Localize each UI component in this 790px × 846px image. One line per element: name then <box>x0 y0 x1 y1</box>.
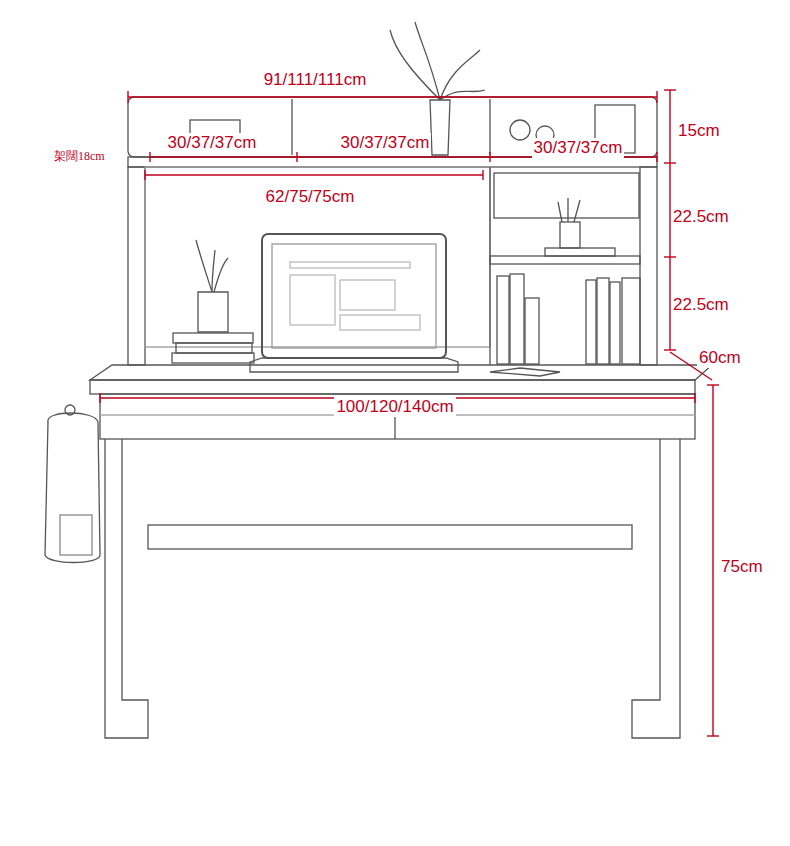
hutch-top-shelf <box>128 97 657 157</box>
dimension-lines <box>100 90 719 736</box>
dimension-label: 30/37/37cm <box>532 138 625 158</box>
right-leg <box>632 439 680 738</box>
hutch-side <box>640 167 657 365</box>
apron <box>100 394 695 439</box>
pot <box>430 100 450 155</box>
back-panel <box>145 167 490 347</box>
dimension-label: 15cm <box>676 121 722 141</box>
dimension-label: 100/120/140cm <box>334 397 455 417</box>
dimension-label: 22.5cm <box>671 295 731 315</box>
desk-edge <box>90 380 695 394</box>
left-leg <box>105 439 148 738</box>
dimension-label: 62/75/75cm <box>264 187 357 207</box>
dimension-label: 架闊18cm <box>52 146 107 166</box>
book <box>173 333 253 343</box>
vase <box>198 292 228 332</box>
shelf <box>490 256 640 264</box>
dimension-label: 30/37/37cm <box>166 133 259 153</box>
dimension-label: 91/111/111cm <box>262 70 369 90</box>
drawer <box>494 173 639 218</box>
dimension-label: 30/37/37cm <box>339 133 432 153</box>
hutch-side <box>128 167 145 365</box>
dimension-label: 22.5cm <box>671 207 731 227</box>
dimension-label: 60cm <box>697 348 743 368</box>
hutch-board <box>128 157 657 167</box>
backpack <box>45 413 100 563</box>
stretcher <box>148 525 632 549</box>
desk-drawing <box>45 22 712 738</box>
dimension-label: 75cm <box>719 557 765 577</box>
laptop-base <box>250 358 458 372</box>
laptop-screen <box>262 234 446 358</box>
